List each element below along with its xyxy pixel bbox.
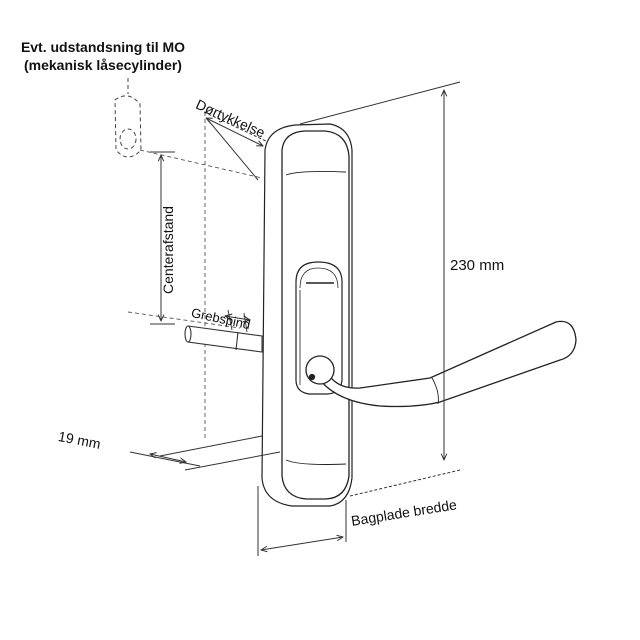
height-label: 230 mm (450, 257, 505, 274)
construction-lines (127, 112, 266, 438)
plate-width-dimension (257, 486, 347, 556)
offset-dimension (129, 435, 281, 471)
handle-spindle (184, 309, 263, 353)
center-distance-label: Centerafstand (160, 206, 176, 294)
cylinder-note-line2: (mekanisk låsecylinder) (24, 57, 182, 73)
door-thickness-dimension (203, 111, 269, 181)
height-dimension (299, 81, 461, 497)
cylinder-cutout (114, 78, 142, 158)
center-distance-dimension (150, 151, 175, 325)
door-handle (305, 320, 577, 408)
cylinder-note: Evt. udstandsning til MO (mekanisk låsec… (8, 38, 198, 74)
cylinder-note-line1: Evt. udstandsning til MO (20, 39, 186, 55)
